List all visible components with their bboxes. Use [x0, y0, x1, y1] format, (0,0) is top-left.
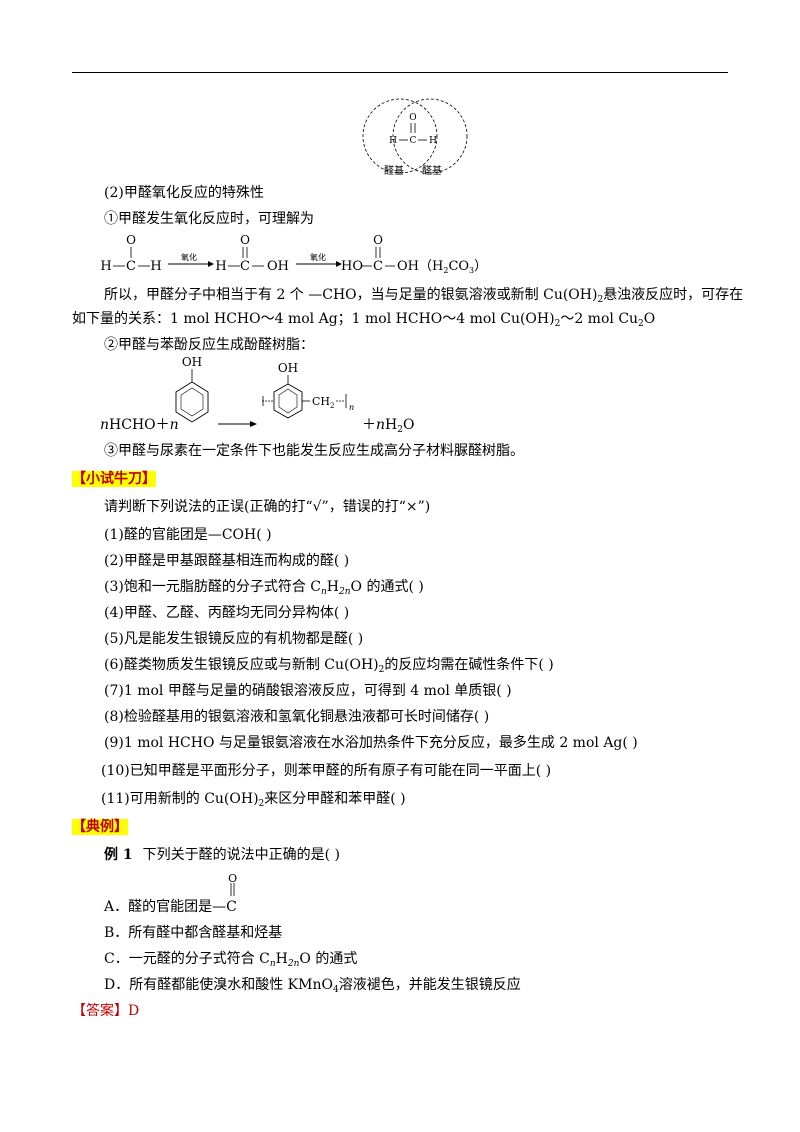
svg-text:OH（H2CO3）: OH（H2CO3）	[397, 259, 487, 275]
svg-text:O: O	[373, 233, 383, 247]
tf-item-9: (9)1 mol HCHO 与足量银氨溶液在水浴加热条件下充分反应，最多生成 2…	[104, 735, 638, 751]
svg-text:OH: OH	[267, 259, 289, 274]
venn-atom-c: C	[410, 136, 417, 146]
section-try-tag: 【小试牛刀】	[72, 471, 156, 487]
svg-text:H: H	[150, 259, 161, 274]
tf-item-4: (4)甲醛、乙醛、丙醛均无同分异构体( )	[104, 605, 350, 621]
venn-atom-o: O	[409, 113, 416, 123]
option-c: C．一元醛的分子式符合 CnH2nO 的通式	[104, 951, 358, 969]
svg-text:O: O	[240, 233, 250, 247]
option-b: B．所有醛中都含醛基和烃基	[104, 925, 283, 941]
tf-item-5: (5)凡是能发生银镜反应的有机物都是醛( )	[104, 631, 364, 647]
svg-text:氧化: 氧化	[310, 252, 326, 262]
tf-item-3: (3)饱和一元脂肪醛的分子式符合 CnH2nO 的通式( )	[104, 579, 424, 597]
tf-item-10: (10)已知甲醛是平面形分子，则苯甲醛的所有原子有可能在同一平面上( )	[101, 763, 552, 779]
venn-atom-h-left: H	[389, 136, 397, 146]
option-d: D．所有醛都能使溴水和酸性 KMnO4溶液褪色，并能发生银镜反应	[104, 977, 521, 995]
item-1-text: ①甲醛发生氧化反应时，可理解为	[104, 211, 314, 227]
section-2-title: (2)甲醛氧化反应的特殊性	[104, 185, 264, 201]
section-try-heading: 【小试牛刀】	[72, 470, 156, 488]
svg-text:OH: OH	[278, 361, 298, 375]
oxidation-scheme: O H C H 氧化 O H C OH 氧化 O HO C OH（H2CO3）	[100, 233, 487, 275]
svg-text:HO: HO	[341, 259, 363, 274]
svg-text:O: O	[126, 233, 136, 247]
tf-item-7: (7)1 mol 甲醛与足量的硝酸银溶液反应，可得到 4 mol 单质银( )	[104, 683, 512, 699]
answer-line: 【答案】D	[72, 1002, 139, 1020]
section-example-heading: 【典例】	[72, 818, 128, 836]
phenol-resin-scheme: OH nHCHO＋n OH CH2 n ＋nH2O	[100, 355, 414, 435]
svg-text:nHCHO＋n: nHCHO＋n	[100, 417, 179, 433]
svg-text:＋nH2O: ＋nH2O	[362, 417, 414, 435]
venn-label-left: 醛基	[384, 164, 404, 176]
tf-item-8: (8)检验醛基用的银氨溶液和氢氧化铜悬浊液都可长时间储存( )	[104, 709, 490, 725]
svg-text:OH: OH	[182, 355, 202, 369]
header-rule	[72, 72, 728, 73]
svg-text:n: n	[349, 403, 354, 412]
example-label: 例 1	[104, 847, 133, 863]
tf-item-11: (11)可用新制的 Cu(OH)2来区分甲醛和苯甲醛( )	[101, 791, 406, 809]
svg-text:CH2: CH2	[312, 395, 334, 410]
svg-text:氧化: 氧化	[181, 252, 197, 262]
venn-atom-h-right: H	[429, 136, 437, 146]
section-example-tag: 【典例】	[72, 819, 128, 835]
svg-text:C: C	[373, 259, 383, 274]
formaldehyde-venn-figure: O H C H 醛基 醛基	[362, 98, 468, 176]
answer-tag: 【答案】	[72, 1003, 128, 1019]
venn-label-right: 醛基	[422, 164, 442, 176]
paragraph-so-line-2: 如下量的关系：1 mol HCHO～4 mol Ag；1 mol HCHO～4 …	[72, 311, 656, 329]
svg-text:C: C	[240, 259, 250, 274]
item-2-text: ②甲醛与苯酚反应生成酚醛树脂：	[104, 337, 314, 353]
try-instruction: 请判断下列说法的正误(正确的打“√”，错误的打“×”)	[104, 499, 431, 515]
tf-item-2: (2)甲醛是甲基跟醛基相连而构成的醛( )	[104, 553, 350, 569]
tf-item-6: (6)醛类物质发生银镜反应或与新制 Cu(OH)2的反应均需在碱性条件下( )	[104, 657, 554, 675]
tf-item-1: (1)醛的官能团是—COH( )	[104, 527, 272, 543]
item-3-text: ③甲醛与尿素在一定条件下也能发生反应生成高分子材料脲醛树脂。	[104, 443, 524, 459]
svg-text:H: H	[215, 259, 226, 274]
svg-text:H: H	[100, 259, 111, 274]
answer-value: D	[128, 1003, 140, 1019]
svg-text:C: C	[126, 259, 136, 274]
paragraph-so-line-1: 所以，甲醛分子中相当于有 2 个 —CHO，当与足量的银氨溶液或新制 Cu(OH…	[104, 287, 744, 305]
